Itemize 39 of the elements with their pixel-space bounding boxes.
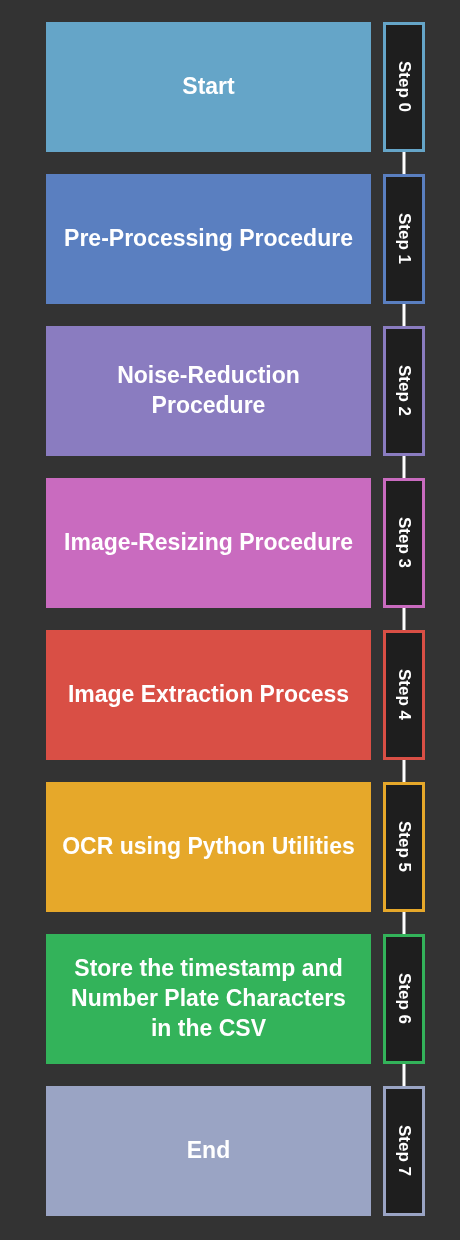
process-box xyxy=(46,1086,371,1216)
connector-line xyxy=(402,1064,406,1086)
step-label: Step 7 xyxy=(393,1125,415,1177)
step-tag xyxy=(383,934,425,1064)
step-tag xyxy=(383,326,425,456)
process-label: Store the timestamp and Number Plate Characters in the CSV xyxy=(70,954,347,1043)
process-box xyxy=(46,478,371,608)
step-label: Step 1 xyxy=(393,213,415,265)
process-box xyxy=(46,174,371,304)
connector-line xyxy=(402,608,406,630)
step-tag xyxy=(383,22,425,152)
process-box xyxy=(46,782,371,912)
step-label: Step 0 xyxy=(393,61,415,113)
step-label: Step 2 xyxy=(393,365,415,417)
connector-line xyxy=(402,456,406,478)
step-tag xyxy=(383,630,425,760)
process-label: Image Extraction Process xyxy=(67,680,350,710)
step-tag xyxy=(383,782,425,912)
process-label: Image-Resizing Procedure xyxy=(64,528,353,558)
process-label: Pre-Processing Procedure xyxy=(64,224,353,254)
step-label: Step 5 xyxy=(393,821,415,873)
process-box xyxy=(46,22,371,152)
step-tag xyxy=(383,174,425,304)
step-label: Step 6 xyxy=(393,973,415,1025)
connector-line xyxy=(402,152,406,174)
connector-line xyxy=(402,912,406,934)
connector-line xyxy=(402,760,406,782)
step-label: Step 3 xyxy=(393,517,415,569)
process-box xyxy=(46,630,371,760)
process-label: Start xyxy=(182,72,235,102)
process-box xyxy=(46,934,371,1064)
connector-line xyxy=(402,304,406,326)
step-tag xyxy=(383,478,425,608)
process-label: End xyxy=(186,1136,231,1166)
process-label: Noise-Reduction Procedure xyxy=(116,361,301,420)
process-label: OCR using Python Utilities xyxy=(62,832,355,862)
step-label: Step 4 xyxy=(393,669,415,721)
step-tag xyxy=(383,1086,425,1216)
process-box xyxy=(46,326,371,456)
